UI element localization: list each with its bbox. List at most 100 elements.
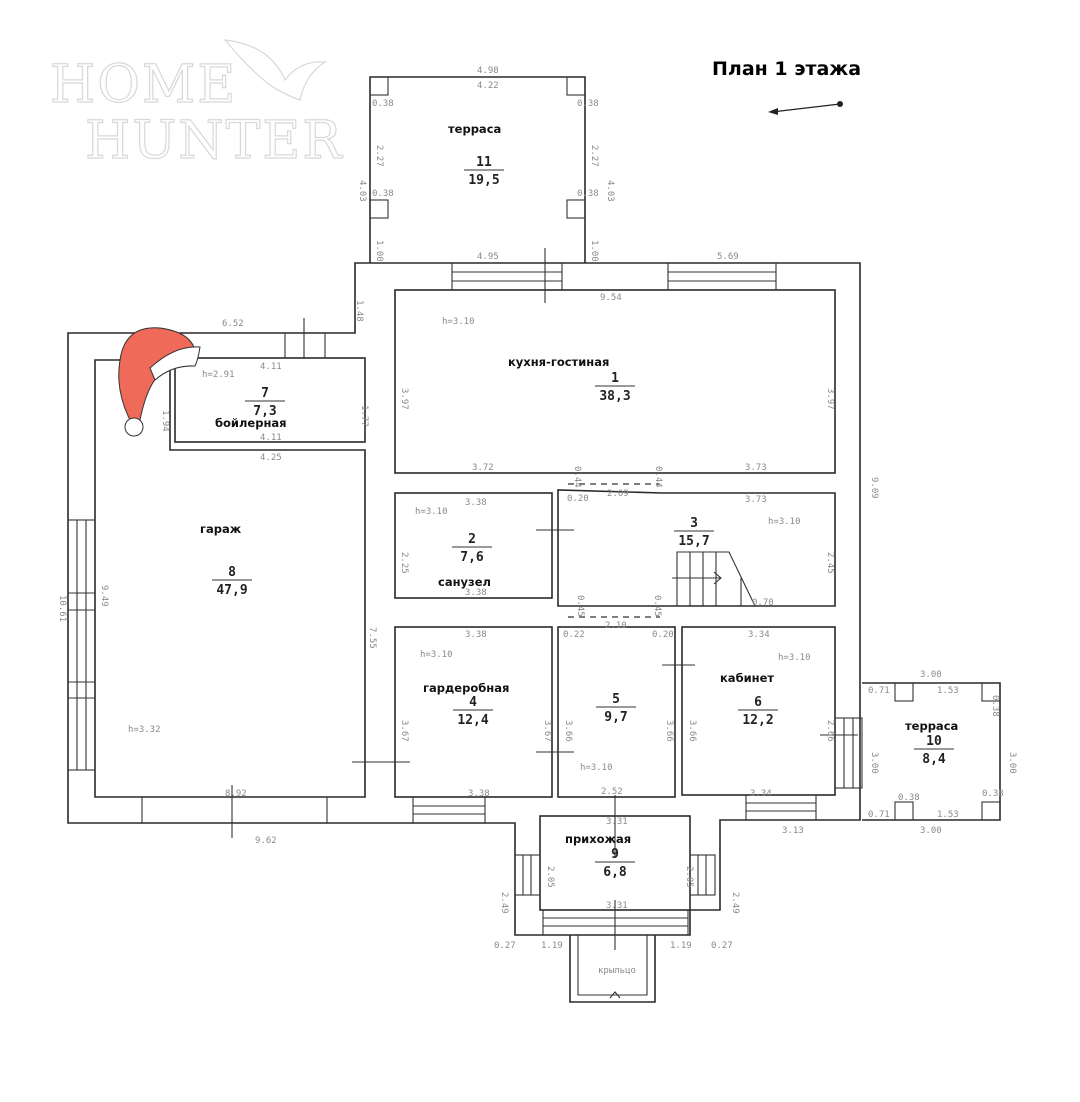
room-area: 15,7 [678, 534, 709, 549]
room-name: терраса [448, 122, 501, 136]
dimension-label: 2.66 [825, 720, 835, 742]
dimension-label: 0.20 [567, 494, 589, 504]
dimension-label: 3.97 [399, 388, 409, 410]
dimension-label: 4.11 [260, 433, 282, 443]
dimension-label: 4.03 [357, 180, 367, 202]
dimension-label: 4.03 [605, 180, 615, 202]
dimension-label: 1.94 [160, 410, 170, 432]
dimension-label: 2.49 [499, 892, 509, 914]
dimension-label: 3.38 [468, 789, 490, 799]
room-area: 38,3 [599, 389, 630, 404]
room-area: 6,8 [603, 865, 627, 880]
dimension-label: 1.48 [354, 300, 364, 322]
dimension-label: 3.73 [745, 463, 767, 473]
dimension-label: 3.31 [606, 817, 628, 827]
room-number: 10 [926, 734, 942, 749]
dimension-label: 3.34 [750, 789, 772, 799]
home-hunter-logo: HOME HUNTER [49, 39, 342, 172]
dimension-label: 3.38 [465, 630, 487, 640]
dimension-label: 3.00 [920, 826, 942, 836]
room-name: бойлерная [215, 416, 287, 430]
dimension-label: 1.53 [937, 810, 959, 820]
dimension-label: 1.53 [937, 686, 959, 696]
plan-title: План 1 этажа [712, 58, 861, 80]
dimension-label: 10.61 [57, 595, 67, 622]
dimension-label: 0.38 [577, 189, 599, 199]
room-number: 2 [468, 532, 476, 547]
dimension-label: 0.38 [372, 189, 394, 199]
north-arrow-icon [768, 101, 843, 115]
room-number: 1 [611, 371, 619, 386]
dimension-label: 5.69 [717, 252, 739, 262]
dimension-label: 0.27 [711, 941, 733, 951]
dimension-label: 2.45 [825, 552, 835, 574]
dimension-label: 3.67 [399, 720, 409, 742]
dimension-label: 2.09 [607, 489, 629, 499]
room-number: 9 [611, 847, 619, 862]
room-number: 3 [690, 516, 698, 531]
dimension-label: 3.67 [542, 720, 552, 742]
dimension-label: 2.27 [374, 145, 384, 167]
dimension-label: 1.77 [359, 405, 369, 427]
dimension-label: 2.25 [399, 552, 409, 574]
room-number: 6 [754, 695, 762, 710]
dimension-label: 9.54 [600, 293, 622, 303]
dimension-label: 0.38 [372, 99, 394, 109]
porch-label: крыльцо [598, 966, 636, 976]
walls [67, 76, 1001, 1003]
dimension-label: h=2.91 [202, 370, 235, 380]
room-area: 12,2 [742, 713, 773, 728]
dimension-label: 4.98 [477, 66, 499, 76]
dimension-label: 4.25 [260, 453, 282, 463]
dimension-label: 3.66 [664, 720, 674, 742]
dimension-label: h=3.10 [415, 507, 448, 517]
dimension-label: 3.38 [465, 498, 487, 508]
dimension-label: 2.49 [730, 892, 740, 914]
dimension-label: 3.13 [782, 826, 804, 836]
dimension-label: 4.95 [477, 252, 499, 262]
dimension-label: 0.22 [563, 630, 585, 640]
room-area: 19,5 [468, 173, 499, 188]
room-area: 7,3 [253, 404, 276, 419]
santa-hat-decoration [118, 327, 201, 437]
dimension-label: 3.66 [563, 720, 573, 742]
dimension-label: 3.38 [465, 588, 487, 598]
dimension-label: h=3.32 [128, 725, 161, 735]
room-name: гараж [200, 522, 242, 536]
dimension-label: 3.00 [869, 752, 879, 774]
dimension-label: h=3.10 [442, 317, 475, 327]
room-area: 9,7 [604, 710, 627, 725]
room-labels: кухня-гостиная138,3санузел27,6315,7гарде… [200, 122, 958, 880]
dimension-label: 2.10 [605, 621, 627, 631]
room-number: 11 [476, 155, 492, 170]
dimension-label: 1.19 [670, 941, 692, 951]
room-name: прихожая [565, 832, 631, 846]
room-area: 8,4 [922, 752, 946, 767]
dimension-label: 0.44 [572, 466, 582, 488]
dimension-label: 3.72 [472, 463, 494, 473]
dimension-label: 3.31 [606, 901, 628, 911]
dimension-label: 8.92 [225, 789, 247, 799]
dimension-label: h=3.10 [420, 650, 453, 660]
dimension-label: 9.09 [869, 477, 879, 499]
room-3: 315,7 [674, 516, 714, 549]
room-number: 8 [228, 565, 236, 580]
room-11: терраса 11 19,5 [448, 122, 504, 188]
room-number: 5 [612, 692, 620, 707]
dimension-label: 2.05 [684, 866, 694, 888]
dimension-label: 3.00 [920, 670, 942, 680]
logo-line-1: HOME [50, 55, 237, 115]
room-5: 59,7 [596, 692, 636, 725]
dimension-label: 0.38 [982, 789, 1004, 799]
eagle-icon [223, 39, 327, 101]
dimension-label: 9.62 [255, 836, 277, 846]
dimension-label: h=3.10 [768, 517, 801, 527]
dimension-label: 1.00 [589, 240, 599, 262]
